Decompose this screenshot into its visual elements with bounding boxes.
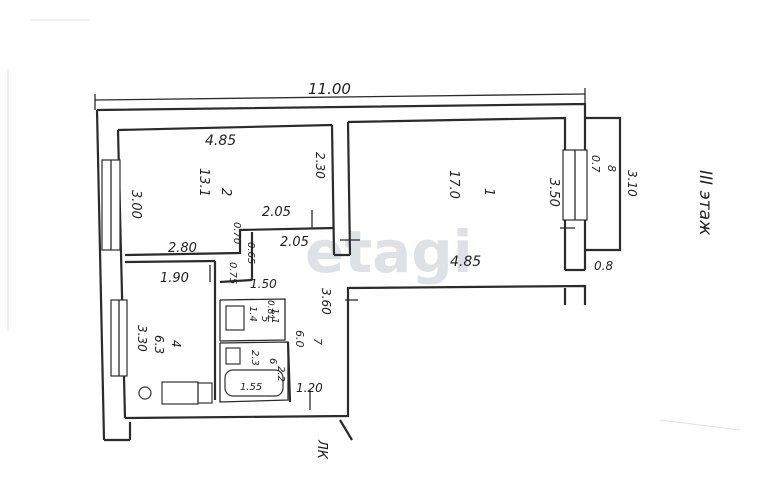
room-7-depth: 3.60 [319,288,333,315]
dim-22: 2.2 [275,366,286,382]
dim-065: 0.65 [245,242,256,264]
room-2-number: 2 [218,188,233,196]
room-8-depth: 3.10 [625,170,639,197]
entrance-label: ЛК [314,439,329,460]
fixtures [138,305,284,405]
dim-205-upper: 2.05 [262,205,291,220]
room-6-width: 1.55 [240,382,262,393]
room-8-width: 0.8 [594,259,613,273]
room-4-area: 6.3 [152,335,166,354]
room-2-depth-right: 2.30 [313,152,327,179]
room-4-number: 4 [169,340,183,348]
overall-dimension [94,88,586,110]
room-5-area: 1.1 [269,308,280,324]
room-5-width: 1.4 [247,306,258,322]
room-6-area: 2.3 [249,350,260,366]
dim-070: 0.70 [231,222,242,244]
room-1-depth: 3.50 [546,178,561,207]
floor-label: III этаж [695,170,715,236]
background-marks [7,19,741,431]
dim-205-lower: 2.05 [280,235,309,250]
room-8-area: 0.7 [589,155,602,173]
overall-width-label: 11.00 [308,80,351,98]
room-6-number: 6 [267,358,278,364]
room-1-width: 4.85 [450,254,481,270]
room-1-number: 1 [481,188,496,196]
dim-075: 0.75 [227,262,238,284]
room-2-depth-left: 3.00 [128,190,143,219]
dim-280: 2.80 [168,241,197,256]
room-1-area: 17.0 [446,170,461,199]
dim-150: 1.50 [250,277,277,291]
room-4-depth: 3.30 [135,325,149,352]
room-7-area: 6.0 [293,330,306,348]
room-8-number: 8 [605,165,618,172]
dimension-ticks [209,210,575,410]
balcony [585,116,622,252]
windows [101,149,588,377]
room-4-width: 1.90 [160,271,189,286]
room-2-width: 4.85 [205,133,236,149]
room-5-number: 5 [259,316,270,322]
room-7-number: 7 [311,338,324,345]
room-2-area: 13.1 [196,168,211,197]
room-7-width: 1.20 [296,381,323,395]
dim-081: 0.81 [265,300,275,320]
